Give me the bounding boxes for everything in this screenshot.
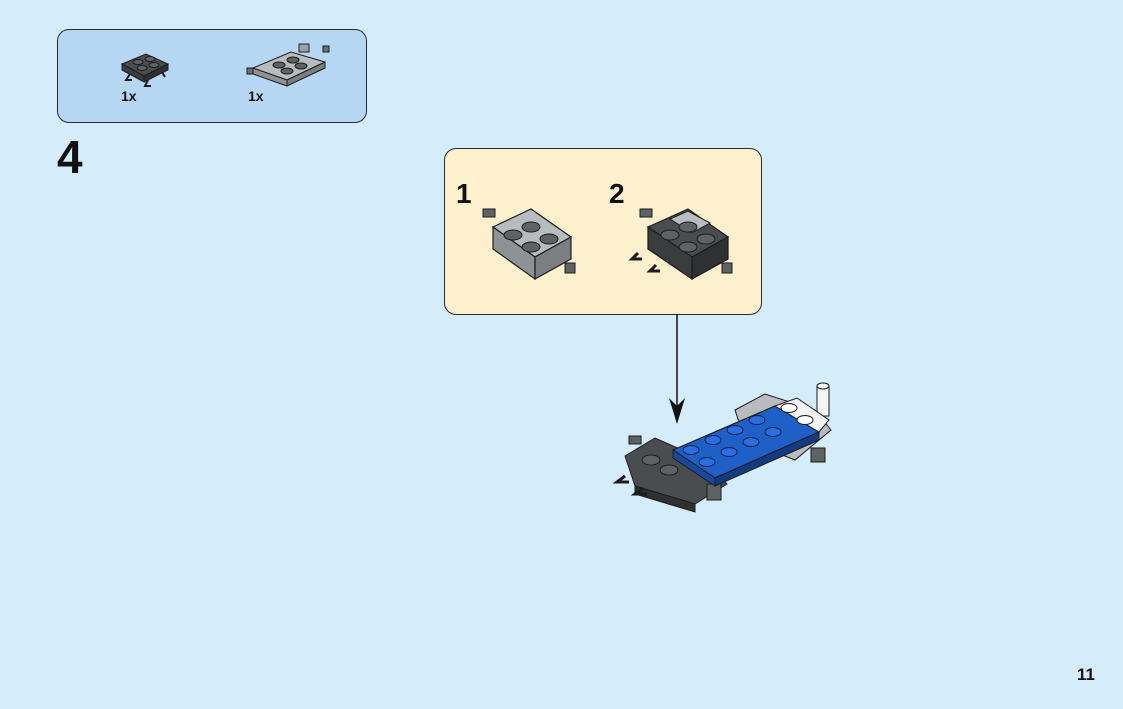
part-image-plate-with-clips xyxy=(120,53,170,87)
assembled-model-image xyxy=(612,382,832,513)
substep-2-image xyxy=(628,208,733,281)
part-quantity: 1x xyxy=(248,88,264,104)
substep-1-image xyxy=(482,208,576,281)
step-number: 4 xyxy=(57,131,83,183)
substep-number: 1 xyxy=(456,178,472,209)
substep-number: 2 xyxy=(609,178,625,209)
substep-box: 1 2 xyxy=(444,148,762,315)
page-number: 11 xyxy=(1077,665,1095,684)
part-quantity: 1x xyxy=(121,88,137,104)
assembly-arrow xyxy=(669,314,685,424)
part-image-plate-2x2-with-pins xyxy=(246,43,330,87)
parts-list-box: 1x 1x xyxy=(57,29,367,123)
